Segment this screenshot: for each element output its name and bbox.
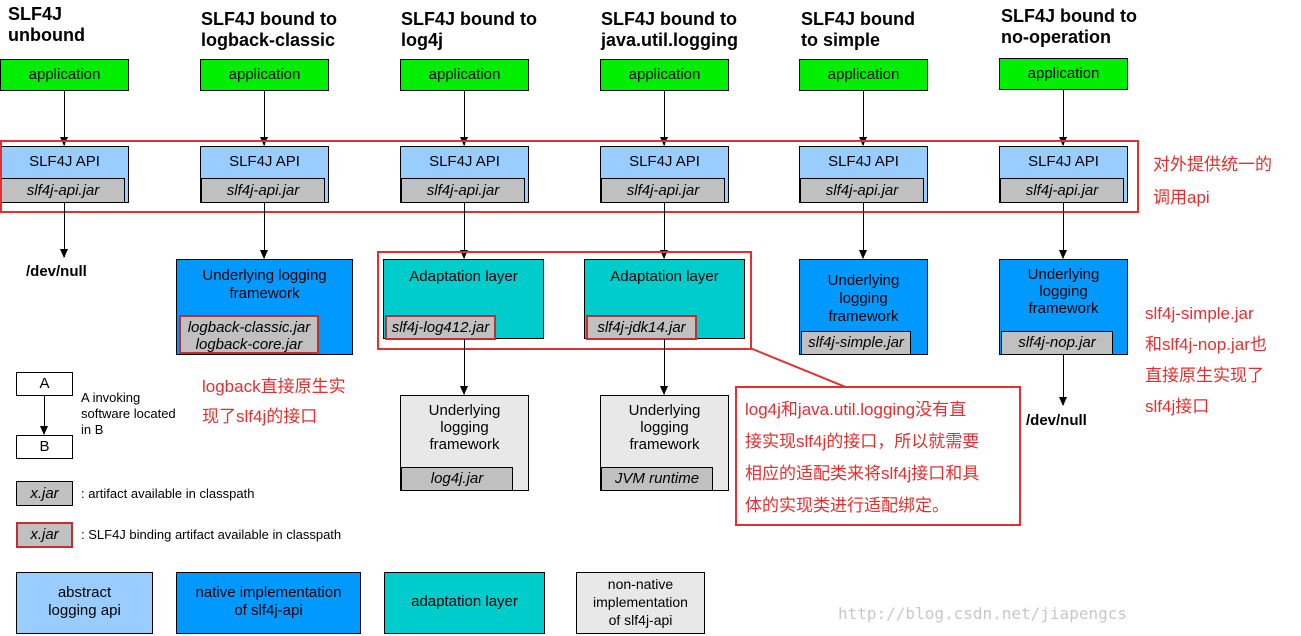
note-simple-nop: slf4j-simple.jar 和slf4j-nop.jar也 直接原生实现了… [1145, 304, 1267, 416]
slf4j-jdk14-jar: slf4j-jdk14.jar [586, 315, 697, 340]
slf4j-api-box-simple: SLF4J API slf4j-api.jar [799, 146, 928, 203]
legend-abstract-api: abstract logging api [16, 572, 153, 634]
note-logback-native: logback直接原生实 现了slf4j的接口 [202, 377, 346, 426]
legend-artifact-jar: x.jar [16, 481, 73, 506]
application-box-nop: application [999, 58, 1128, 90]
arrow-app-to-api-nop [1059, 90, 1067, 146]
legend-invoking-text: A invoking software located in B [81, 390, 176, 437]
slf4j-api-jar: slf4j-api.jar [800, 178, 924, 203]
arrow-adapter-to-jvm [660, 339, 668, 395]
application-box-log4j: application [400, 59, 529, 91]
arrow-app-to-api-simple [859, 91, 867, 146]
slf4j-api-jar: slf4j-api.jar [401, 178, 525, 203]
slf4j-api-box-unbound: SLF4J API slf4j-api.jar [0, 146, 129, 203]
legend-box-a: A [16, 372, 73, 396]
slf4j-api-box-jul: SLF4J API slf4j-api.jar [600, 146, 729, 203]
arrow-api-to-devnull-unbound [60, 203, 68, 258]
application-box-logback: application [200, 59, 329, 91]
legend-native-implementation: native implementation of slf4j-api [176, 572, 361, 634]
slf4j-simple-jar: slf4j-simple.jar [801, 331, 911, 355]
slf4j-api-jar: slf4j-api.jar [201, 178, 325, 203]
slf4j-api-box-log4j: SLF4J API slf4j-api.jar [400, 146, 529, 203]
adaptation-layer-log4j: Adaptation layer slf4j-log412.jar [383, 259, 544, 340]
legend-artifact-text: : artifact available in classpath [81, 486, 255, 501]
legend-binding-jar: x.jar [16, 522, 73, 548]
arrow-adapter-to-log4j [460, 339, 468, 395]
arrow-api-to-adapter-log4j [460, 203, 468, 259]
dev-null-nop: /dev/null [1026, 412, 1087, 429]
application-box-unbound: application [0, 59, 129, 91]
api-row-highlight [0, 140, 1139, 213]
adaptation-layer-jul: Adaptation layer slf4j-jdk14.jar [584, 259, 745, 340]
native-framework-logback: Underlying logging framework logback-cla… [176, 259, 353, 355]
dev-null-unbound: /dev/null [26, 263, 87, 280]
native-framework-simple: Underlying logging framework slf4j-simpl… [799, 259, 928, 355]
slf4j-api-box-nop: SLF4J API slf4j-api.jar [999, 146, 1128, 203]
legend-box-b: B [16, 435, 73, 459]
native-framework-nop: Underlying logging framework slf4j-nop.j… [999, 259, 1128, 355]
jvm-runtime-jar: JVM runtime [601, 467, 713, 491]
logback-jars: logback-classic.jar logback-core.jar [179, 315, 319, 354]
slf4j-api-jar: slf4j-api.jar [1000, 178, 1124, 203]
non-native-framework-jul: Underlying logging framework JVM runtime [600, 395, 729, 491]
arrow-app-to-api-log4j [460, 91, 468, 146]
arrow-nop-to-devnull [1059, 355, 1067, 406]
slf4j-log412-jar: slf4j-log412.jar [385, 315, 496, 340]
arrow-api-to-framework-nop [1059, 203, 1067, 259]
arrow-app-to-api-jul [660, 91, 668, 146]
legend-invoking-arrow [40, 396, 48, 435]
log4j-jar: log4j.jar [401, 467, 513, 491]
slf4j-api-box-logback: SLF4J API slf4j-api.jar [200, 146, 329, 203]
note-unified-api: 对外提供统一的 调用api [1153, 155, 1272, 207]
watermark: http://blog.csdn.net/jiapengcs [838, 604, 1127, 623]
note-adaptation-explanation: log4j和java.util.logging没有直 接实现slf4j的接口，所… [735, 386, 1021, 526]
slf4j-api-jar: slf4j-api.jar [601, 178, 725, 203]
arrow-api-to-framework-logback [260, 203, 268, 259]
non-native-framework-log4j: Underlying logging framework log4j.jar [400, 395, 529, 491]
arrow-api-to-adapter-jul [660, 203, 668, 259]
legend-binding-text: : SLF4J binding artifact available in cl… [81, 527, 342, 542]
application-box-simple: application [799, 59, 928, 91]
adaptation-highlight [377, 251, 752, 350]
application-box-jul: application [600, 59, 729, 91]
adaptation-note-connector [749, 347, 849, 389]
legend-non-native: non-native implementation of slf4j-api [576, 572, 705, 634]
slf4j-nop-jar: slf4j-nop.jar [1001, 331, 1113, 355]
arrow-app-to-api-unbound [60, 91, 68, 146]
arrow-app-to-api-logback [260, 91, 268, 146]
arrow-api-to-framework-simple [859, 203, 867, 259]
legend-adaptation-layer: adaptation layer [384, 572, 545, 634]
